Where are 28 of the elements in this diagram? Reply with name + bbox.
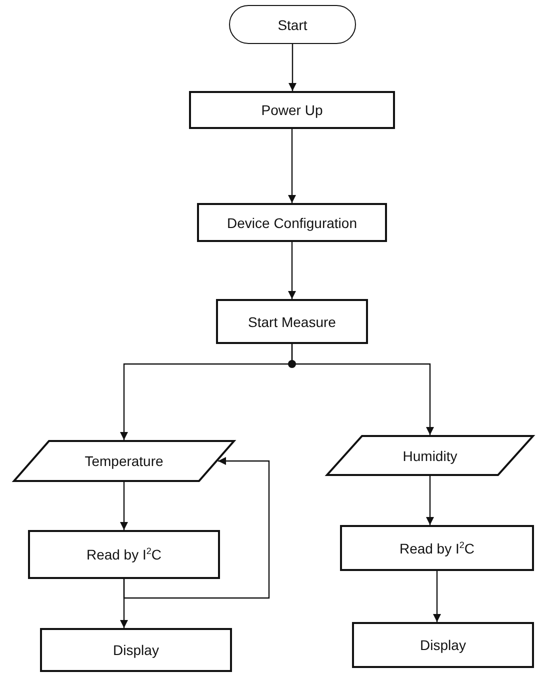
arrow: [123, 457, 270, 599]
process-box: [197, 203, 387, 242]
node-label: Read by I$^{2}$C: [86, 546, 162, 563]
process-box: [40, 628, 232, 672]
process-box: [216, 299, 368, 344]
data-parallelogram: [326, 435, 534, 476]
process-box: [189, 91, 395, 129]
process-box: [28, 530, 220, 579]
process-box: [352, 622, 534, 668]
terminator-shape: [229, 5, 356, 44]
node-label: Temperature: [84, 453, 164, 469]
arrow: [291, 344, 434, 435]
data-parallelogram: [13, 440, 235, 482]
arrow: [288, 242, 296, 299]
process-box: [340, 525, 534, 571]
node-label: Power Up: [261, 102, 323, 118]
node-label: Humidity: [402, 448, 458, 464]
arrow: [288, 129, 296, 203]
node-label: Read by I$^{2}$C: [399, 540, 475, 556]
arrow: [120, 482, 128, 530]
node-label: Device Configuration: [227, 214, 357, 230]
arrow: [433, 571, 441, 622]
node-label: Start Measure: [248, 314, 336, 330]
node-label: Display: [420, 637, 466, 653]
arrow: [426, 476, 434, 525]
node-label: Display: [113, 642, 159, 658]
node-label: Start: [278, 16, 308, 32]
arrow: [288, 44, 296, 91]
